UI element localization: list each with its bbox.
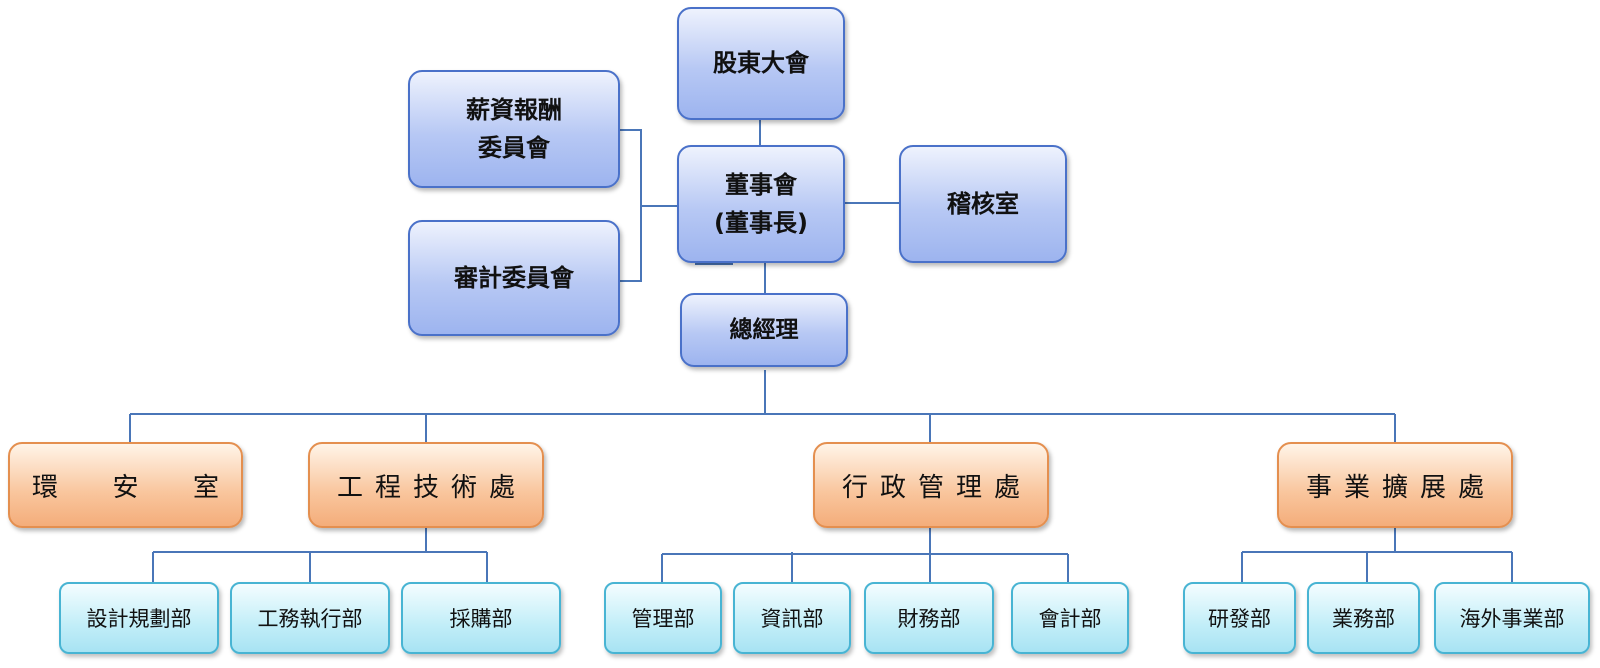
env-safety-char-2: 安 bbox=[112, 472, 139, 503]
department-box: 研發部 bbox=[1183, 582, 1296, 654]
shareholders-meeting-label: 股東大會 bbox=[713, 49, 809, 78]
department-box: 會計部 bbox=[1011, 582, 1129, 654]
department-label: 管理部 bbox=[631, 607, 695, 631]
department-box: 管理部 bbox=[604, 582, 722, 654]
department-label: 採購部 bbox=[449, 607, 513, 631]
audit-committee-box: 審計委員會 bbox=[408, 220, 620, 336]
board-of-directors-label: 董事會 (董事長) bbox=[714, 170, 808, 237]
department-label: 設計規劃部 bbox=[86, 607, 192, 631]
department-label: 業務部 bbox=[1332, 607, 1395, 631]
compensation-committee-label: 薪資報酬 委員會 bbox=[466, 95, 562, 162]
shareholders-meeting-box: 股東大會 bbox=[677, 7, 845, 120]
general-manager-label: 總經理 bbox=[729, 316, 799, 343]
board-of-directors-box: 董事會 (董事長) bbox=[677, 145, 845, 263]
department-label: 財務部 bbox=[897, 607, 961, 631]
department-box: 採購部 bbox=[401, 582, 561, 654]
business-expansion-division-label: 事業擴展處 bbox=[1305, 472, 1496, 503]
env-safety-char-1: 環 bbox=[32, 472, 59, 503]
department-box: 設計規劃部 bbox=[59, 582, 219, 654]
department-box: 海外事業部 bbox=[1434, 582, 1590, 654]
business-expansion-division-box: 事業擴展處 bbox=[1277, 442, 1513, 528]
department-label: 資訊部 bbox=[760, 607, 824, 631]
general-manager-box: 總經理 bbox=[680, 293, 848, 367]
department-label: 會計部 bbox=[1038, 607, 1102, 631]
engineering-division-label: 工程技術處 bbox=[336, 472, 527, 503]
administration-division-label: 行政管理處 bbox=[841, 472, 1032, 503]
audit-office-box: 稽核室 bbox=[899, 145, 1067, 263]
compensation-committee-box: 薪資報酬 委員會 bbox=[408, 70, 620, 188]
engineering-division-box: 工程技術處 bbox=[308, 442, 544, 528]
department-box: 資訊部 bbox=[733, 582, 851, 654]
audit-office-label: 稽核室 bbox=[947, 189, 1019, 218]
audit-committee-label: 審計委員會 bbox=[454, 263, 574, 292]
department-label: 海外事業部 bbox=[1459, 607, 1565, 631]
env-safety-office-box: 環 安 室 bbox=[8, 442, 243, 528]
administration-division-box: 行政管理處 bbox=[813, 442, 1049, 528]
department-box: 工務執行部 bbox=[230, 582, 390, 654]
department-box: 財務部 bbox=[864, 582, 994, 654]
department-label: 研發部 bbox=[1208, 607, 1271, 631]
department-box: 業務部 bbox=[1307, 582, 1420, 654]
env-safety-char-3: 室 bbox=[192, 472, 219, 503]
department-label: 工務執行部 bbox=[257, 607, 363, 631]
